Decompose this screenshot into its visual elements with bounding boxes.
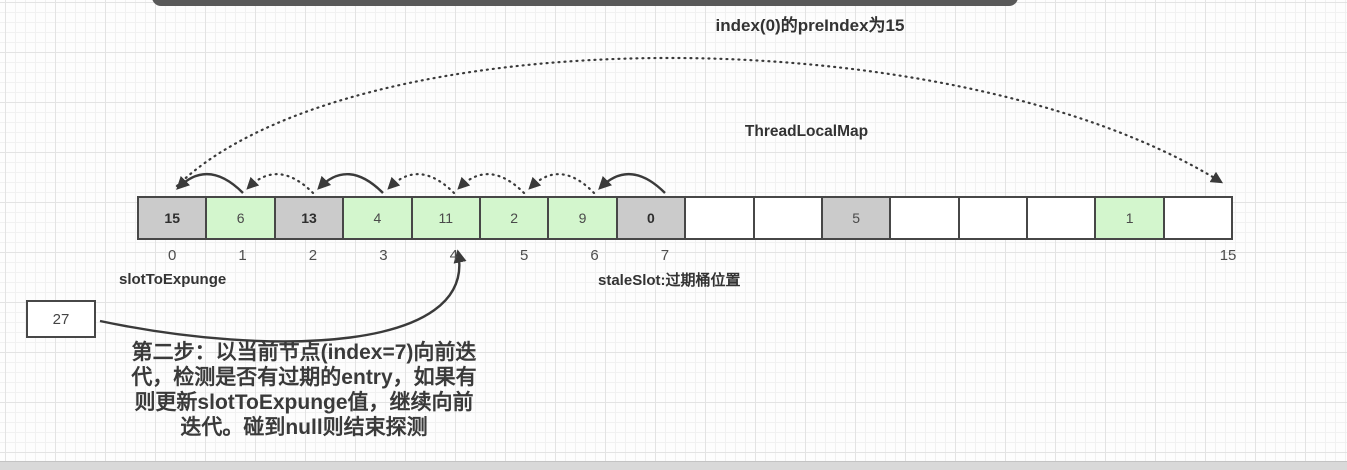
index-label <box>771 247 841 264</box>
arc-cell5-to-cell4 <box>457 173 526 195</box>
index-label: 15 <box>1219 247 1237 264</box>
array-cell <box>684 196 755 240</box>
array-cell <box>889 196 960 240</box>
arc-cell7-to-cell6 <box>598 173 666 194</box>
array-index-labels: 0 1 2 3 4 5 6 7 15 <box>137 247 1263 264</box>
index-label: 3 <box>379 247 388 264</box>
arc-index0-to-index15 <box>175 56 1224 188</box>
array-cell <box>957 196 1029 240</box>
array-cell: 1 <box>1094 196 1165 240</box>
array-cell <box>1162 196 1234 240</box>
array-cell: 11 <box>410 196 481 240</box>
pointer-box-to-cell4 <box>99 249 467 343</box>
top-toolbar-bar <box>152 0 1018 6</box>
index-label <box>700 247 770 264</box>
threadlocalmap-label: ThreadLocalMap <box>744 123 869 140</box>
step-note-line: 第二步：以当前节点(index=7)向前迭 <box>131 341 477 364</box>
index-label <box>911 247 981 264</box>
index-label: 1 <box>238 247 247 264</box>
array-cell: 0 <box>615 196 687 240</box>
index-label: 4 <box>449 247 458 264</box>
index-label <box>1052 247 1122 264</box>
arc-cell4-to-cell3 <box>387 173 456 195</box>
bottom-edge-strip <box>0 461 1347 470</box>
array-cell <box>752 196 823 240</box>
value-box-27: 27 <box>26 300 96 338</box>
step-note-line: 迭代。碰到null则结束探测 <box>180 416 428 439</box>
step-note-line: 代，检测是否有过期的entry，如果有 <box>131 366 477 389</box>
arc-cell6-to-cell5 <box>528 173 596 195</box>
index-label: 2 <box>308 247 318 264</box>
index-label <box>1122 247 1192 264</box>
index-label: 7 <box>660 247 670 264</box>
index-label <box>982 247 1052 264</box>
value-box-text: 27 <box>52 310 70 328</box>
array-cell: 2 <box>478 196 550 240</box>
pre-index-annotation: index(0)的preIndex为15 <box>715 16 905 35</box>
index-label: 0 <box>168 247 177 264</box>
arc-cell2-to-cell1 <box>246 173 315 195</box>
index-label: 6 <box>590 247 599 264</box>
index-label: 5 <box>519 247 529 264</box>
array-cell: 9 <box>547 196 618 240</box>
step-note: 第二步：以当前节点(index=7)向前迭 代，检测是否有过期的entry，如果… <box>105 340 503 440</box>
array-cell: 5 <box>820 196 892 240</box>
step-note-line: 则更新slotToExpunge值，继续向前 <box>134 391 474 414</box>
stale-slot-label: staleSlot:过期桶位置 <box>598 272 741 289</box>
array-cell: 15 <box>137 196 208 240</box>
slot-to-expunge-label: slotToExpunge <box>119 271 227 288</box>
array-cell: 13 <box>273 196 345 240</box>
array-cell <box>1026 196 1097 240</box>
array-cell: 4 <box>342 196 413 240</box>
index-label <box>841 247 911 264</box>
array-cell: 6 <box>205 196 276 240</box>
arc-cell3-to-cell2 <box>317 173 384 194</box>
arc-cell1-to-cell0 <box>176 173 244 194</box>
